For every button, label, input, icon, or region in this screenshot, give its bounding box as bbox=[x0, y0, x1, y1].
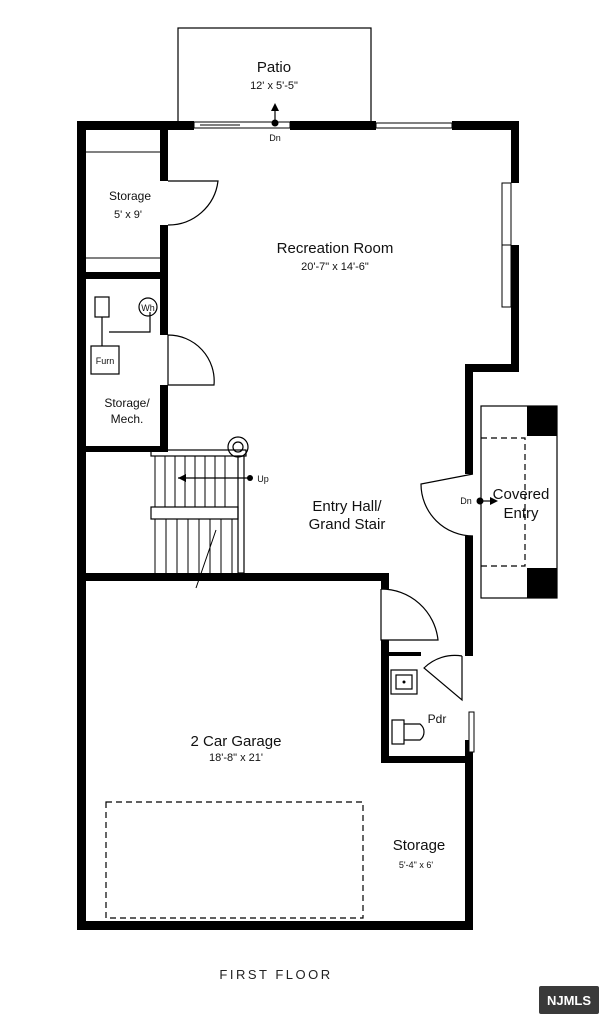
garage-door bbox=[105, 801, 364, 919]
interior-walls bbox=[77, 121, 473, 763]
garage-name: 2 Car Garage bbox=[191, 733, 282, 750]
furnace-label: Furn bbox=[96, 356, 115, 366]
exterior-walls bbox=[77, 121, 519, 930]
door-swings bbox=[167, 180, 474, 702]
patio-name: Patio bbox=[257, 59, 291, 76]
mech-name-line2: Mech. bbox=[111, 412, 144, 426]
storage-closet-lines bbox=[86, 151, 160, 259]
water-heater-label: Wh bbox=[141, 303, 155, 313]
garage-size: 18'-8" x 21' bbox=[209, 752, 263, 764]
storage-top-size: 5' x 9' bbox=[114, 209, 142, 221]
covered-entry bbox=[480, 405, 558, 599]
patio-size: 12' x 5'-5" bbox=[250, 80, 298, 92]
covered-entry-line2: Entry bbox=[503, 505, 539, 522]
recreation-room-name: Recreation Room bbox=[277, 240, 394, 257]
furnace-symbol bbox=[90, 296, 151, 375]
patio-down-label: Dn bbox=[269, 133, 281, 143]
stairs-up-label: Up bbox=[257, 474, 269, 484]
recreation-room-size: 20'-7" x 14'-6" bbox=[301, 261, 369, 273]
patio-door bbox=[193, 121, 291, 129]
storage-top-name: Storage bbox=[109, 189, 151, 203]
covered-entry-line1: Covered bbox=[493, 486, 550, 503]
water-heater-symbol bbox=[138, 297, 158, 317]
mech-name-line1: Storage/ bbox=[104, 396, 150, 410]
entry-hall-line1: Entry Hall/ bbox=[312, 498, 382, 515]
powder-room-name: Pdr bbox=[428, 712, 447, 726]
storage-bottom-size: 5'-4" x 6' bbox=[399, 860, 433, 870]
grand-stair bbox=[150, 436, 253, 589]
powder-fixtures bbox=[390, 669, 425, 745]
entry-down-label: Dn bbox=[460, 496, 472, 506]
entry-hall-line2: Grand Stair bbox=[309, 516, 386, 533]
windows bbox=[375, 122, 512, 753]
entry-down-arrow bbox=[476, 497, 498, 505]
patio-down-arrow bbox=[271, 103, 279, 127]
storage-bottom-name: Storage bbox=[393, 837, 446, 854]
watermark-badge: NJMLS bbox=[539, 986, 599, 1014]
floor-title: FIRST FLOOR bbox=[219, 967, 332, 982]
